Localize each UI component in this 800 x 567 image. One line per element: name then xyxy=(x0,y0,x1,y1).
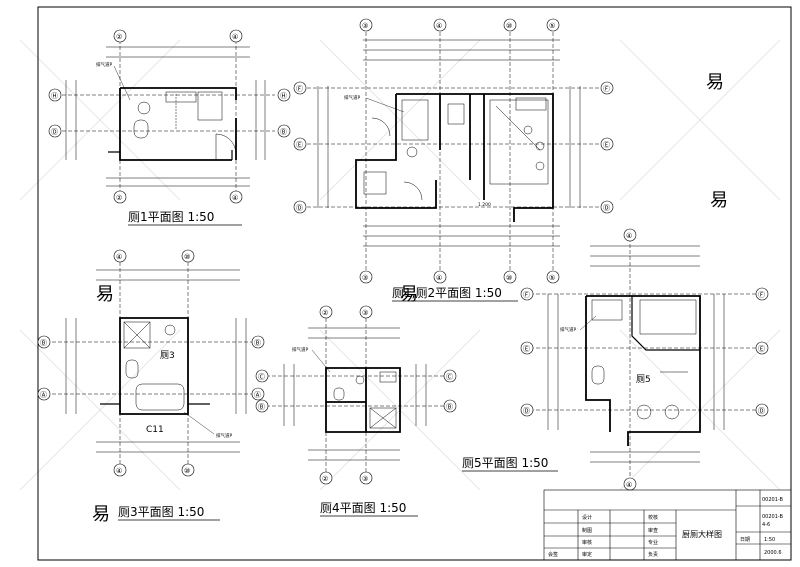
axis-label: Ⓔ xyxy=(296,141,303,149)
watermark-text: 易 xyxy=(96,284,114,305)
title-cell: 审定 xyxy=(582,551,592,558)
window-label: C11 xyxy=(146,425,164,435)
plan-title: 厕1,厕2平面图 1:50 xyxy=(392,286,502,300)
axis-label: ⑩ xyxy=(506,274,512,282)
axis-label: Ⓐ xyxy=(40,391,47,399)
axis-label: ② xyxy=(116,194,122,202)
plan-toilet5 xyxy=(530,238,756,476)
axis-label: Ⓕ xyxy=(296,85,303,93)
axis-label: ③ xyxy=(362,309,368,317)
watermark-text: 易 xyxy=(400,284,418,305)
axis-label: Ⓓ xyxy=(51,128,58,136)
watermark-text: 易 xyxy=(710,190,728,211)
plan-toilet3-axis-bubbles xyxy=(37,249,265,477)
axis-label: Ⓕ xyxy=(758,291,765,299)
axis-label: ④ xyxy=(116,253,122,261)
axis-label: ⑤ xyxy=(549,274,555,282)
axis-label: ⑩ xyxy=(184,467,190,475)
plan-toilet4 xyxy=(266,318,446,472)
plan-toilet3 xyxy=(46,262,256,464)
axis-label: Ⓓ xyxy=(603,204,610,212)
axis-label: Ⓒ xyxy=(258,373,265,381)
title-cell: 会签 xyxy=(548,551,558,558)
axis-label: Ⓔ xyxy=(523,345,530,353)
exhaust-label: 排气道P xyxy=(216,432,232,439)
axis-label: ④ xyxy=(436,274,442,282)
axis-label: Ⓑ xyxy=(258,403,265,411)
axis-label: ⑤ xyxy=(549,22,555,30)
axis-label: ② xyxy=(322,475,328,483)
axis-label: ③ xyxy=(362,274,368,282)
axis-label: ④ xyxy=(626,232,632,240)
room-label: 厕5 xyxy=(636,374,651,385)
title-cell: 校核 xyxy=(648,514,658,521)
drawing-code: 00201-B xyxy=(762,514,784,520)
watermark-text: 易 xyxy=(706,72,724,93)
drawing-number: 4-6 xyxy=(762,522,770,528)
axis-label: ⑩ xyxy=(184,253,190,261)
axis-label: Ⓕ xyxy=(523,291,530,299)
axis-label: ③ xyxy=(362,22,368,30)
sheet-border xyxy=(37,6,792,561)
axis-label: Ⓒ xyxy=(446,373,453,381)
title-block xyxy=(543,489,792,561)
plan-toilet4-axis-bubbles xyxy=(255,305,457,485)
exhaust-label: 排气道P xyxy=(96,61,112,68)
exhaust-label: 排气道P xyxy=(292,346,308,353)
room-label: 1.200 xyxy=(478,202,491,208)
axis-label: Ⓑ xyxy=(254,339,261,347)
axis-label: ② xyxy=(322,309,328,317)
axis-label: ④ xyxy=(232,194,238,202)
axis-label: Ⓔ xyxy=(758,345,765,353)
axis-label: Ⓓ xyxy=(523,407,530,415)
exhaust-label: 排气道P xyxy=(560,326,576,333)
axis-label: Ⓕ xyxy=(603,85,610,93)
axis-label: ④ xyxy=(436,22,442,30)
watermark-text: 易 xyxy=(92,504,110,525)
plan-toilet12-axis-bubbles xyxy=(293,18,614,284)
axis-label: Ⓑ xyxy=(446,403,453,411)
plan-title: 厕3平面图 1:50 xyxy=(118,505,204,519)
drawing-date: 2000.6 xyxy=(764,550,782,556)
title-cell: 审查 xyxy=(648,527,658,534)
plan-toilet5-axis-bubbles xyxy=(520,228,769,491)
exhaust-label: 排气道P xyxy=(344,94,360,101)
axis-label: Ⓓ xyxy=(758,407,765,415)
axis-label: Ⓑ xyxy=(40,339,47,347)
title-cell: 专业 xyxy=(648,539,658,546)
axis-label: Ⓑ xyxy=(280,128,287,136)
plan-toilet1 xyxy=(62,40,275,192)
title-cell: 审核 xyxy=(582,539,592,546)
plan-toilet12 xyxy=(307,32,600,270)
title-cell: 日期 xyxy=(740,537,750,543)
title-cell: 负责 xyxy=(648,551,658,558)
room-label: 厕3 xyxy=(160,350,175,361)
axis-label: ⑩ xyxy=(506,22,512,30)
title-cell: 设计 xyxy=(582,514,592,521)
axis-label: ④ xyxy=(626,481,632,489)
axis-label: Ⓗ xyxy=(51,92,58,100)
drawing-name: 厨厕大样图 xyxy=(682,529,722,539)
plan-toilet1-axis-bubbles xyxy=(48,29,291,204)
plan-title: 厕4平面图 1:50 xyxy=(320,501,406,515)
axis-label: ④ xyxy=(116,467,122,475)
drawing-code: 00201-B xyxy=(762,497,784,503)
plan-title: 厕1平面图 1:50 xyxy=(128,210,214,224)
axis-label: Ⓔ xyxy=(603,141,610,149)
plan-title: 厕5平面图 1:50 xyxy=(462,456,548,470)
title-cell: 制图 xyxy=(582,527,592,534)
axis-label: Ⓗ xyxy=(280,92,287,100)
axis-label: ② xyxy=(116,33,122,41)
drawing-scale: 1:50 xyxy=(764,537,775,543)
axis-label: ④ xyxy=(232,33,238,41)
axis-label: ③ xyxy=(362,475,368,483)
axis-label: Ⓓ xyxy=(296,204,303,212)
axis-label: Ⓐ xyxy=(254,391,261,399)
